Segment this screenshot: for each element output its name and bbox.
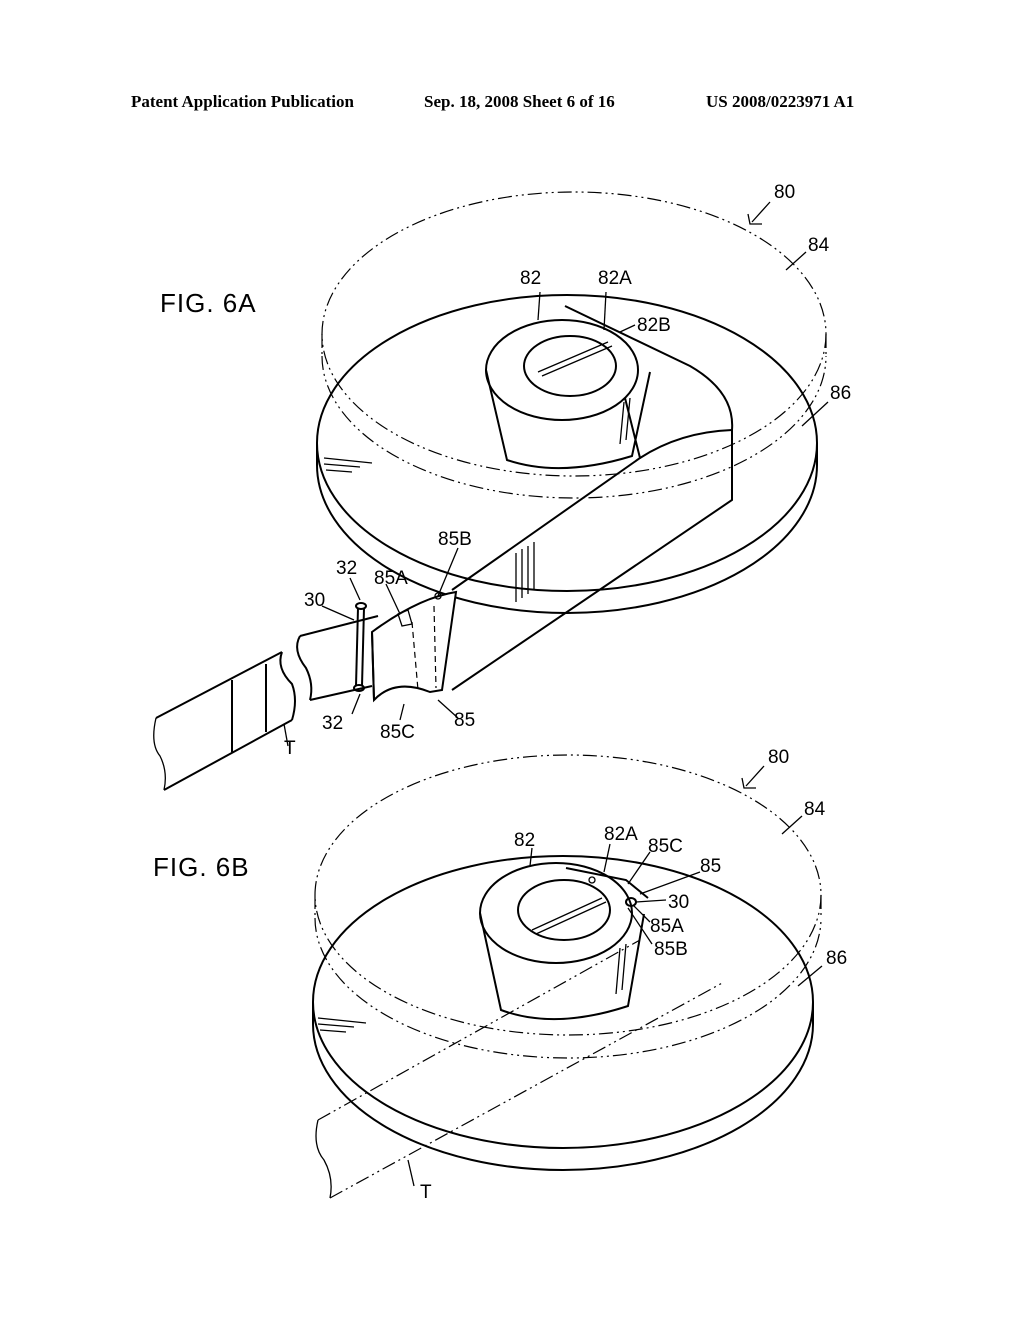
label-80-b: 80 xyxy=(768,747,789,768)
header-patent-number: US 2008/0223971 A1 xyxy=(706,92,855,111)
label-84-b: 84 xyxy=(804,799,826,820)
label-82a-a: 82A xyxy=(598,268,632,289)
label-82-a: 82 xyxy=(520,268,541,289)
label-T-b: T xyxy=(420,1182,432,1203)
label-80-a: 80 xyxy=(774,182,795,203)
header-publication: Patent Application Publication xyxy=(131,92,354,111)
label-85-b: 85 xyxy=(700,856,721,877)
label-32-top-a: 32 xyxy=(336,558,357,579)
label-85a-a: 85A xyxy=(374,568,408,589)
label-82b-a: 82B xyxy=(637,315,671,336)
fig-6a-title: FIG. 6A xyxy=(160,288,257,318)
label-86-a: 86 xyxy=(830,383,851,404)
fig-6b-drawing: FIG. 6B 80 84 82 82A 85C 85 30 85A 85B 8… xyxy=(153,747,847,1203)
label-84-a: 84 xyxy=(808,235,830,256)
label-82-b: 82 xyxy=(514,830,535,851)
label-32-bottom-a: 32 xyxy=(322,713,343,734)
header-date-sheet: Sep. 18, 2008 Sheet 6 of 16 xyxy=(424,92,615,111)
label-85-a: 85 xyxy=(454,710,475,731)
fig-6a-drawing: FIG. 6A 80 84 82 82A 82B 86 85B 32 85A 3… xyxy=(153,182,851,791)
label-85b-a: 85B xyxy=(438,529,472,550)
label-85b-b: 85B xyxy=(654,939,688,960)
label-86-b: 86 xyxy=(826,948,847,969)
label-T-a: T xyxy=(284,738,296,759)
label-85c-a: 85C xyxy=(380,722,415,743)
label-82a-b: 82A xyxy=(604,824,638,845)
label-30-b: 30 xyxy=(668,892,689,913)
label-85c-b: 85C xyxy=(648,836,683,857)
fig-6b-title: FIG. 6B xyxy=(153,852,250,882)
label-30-a: 30 xyxy=(304,590,325,611)
label-85a-b: 85A xyxy=(650,916,684,937)
